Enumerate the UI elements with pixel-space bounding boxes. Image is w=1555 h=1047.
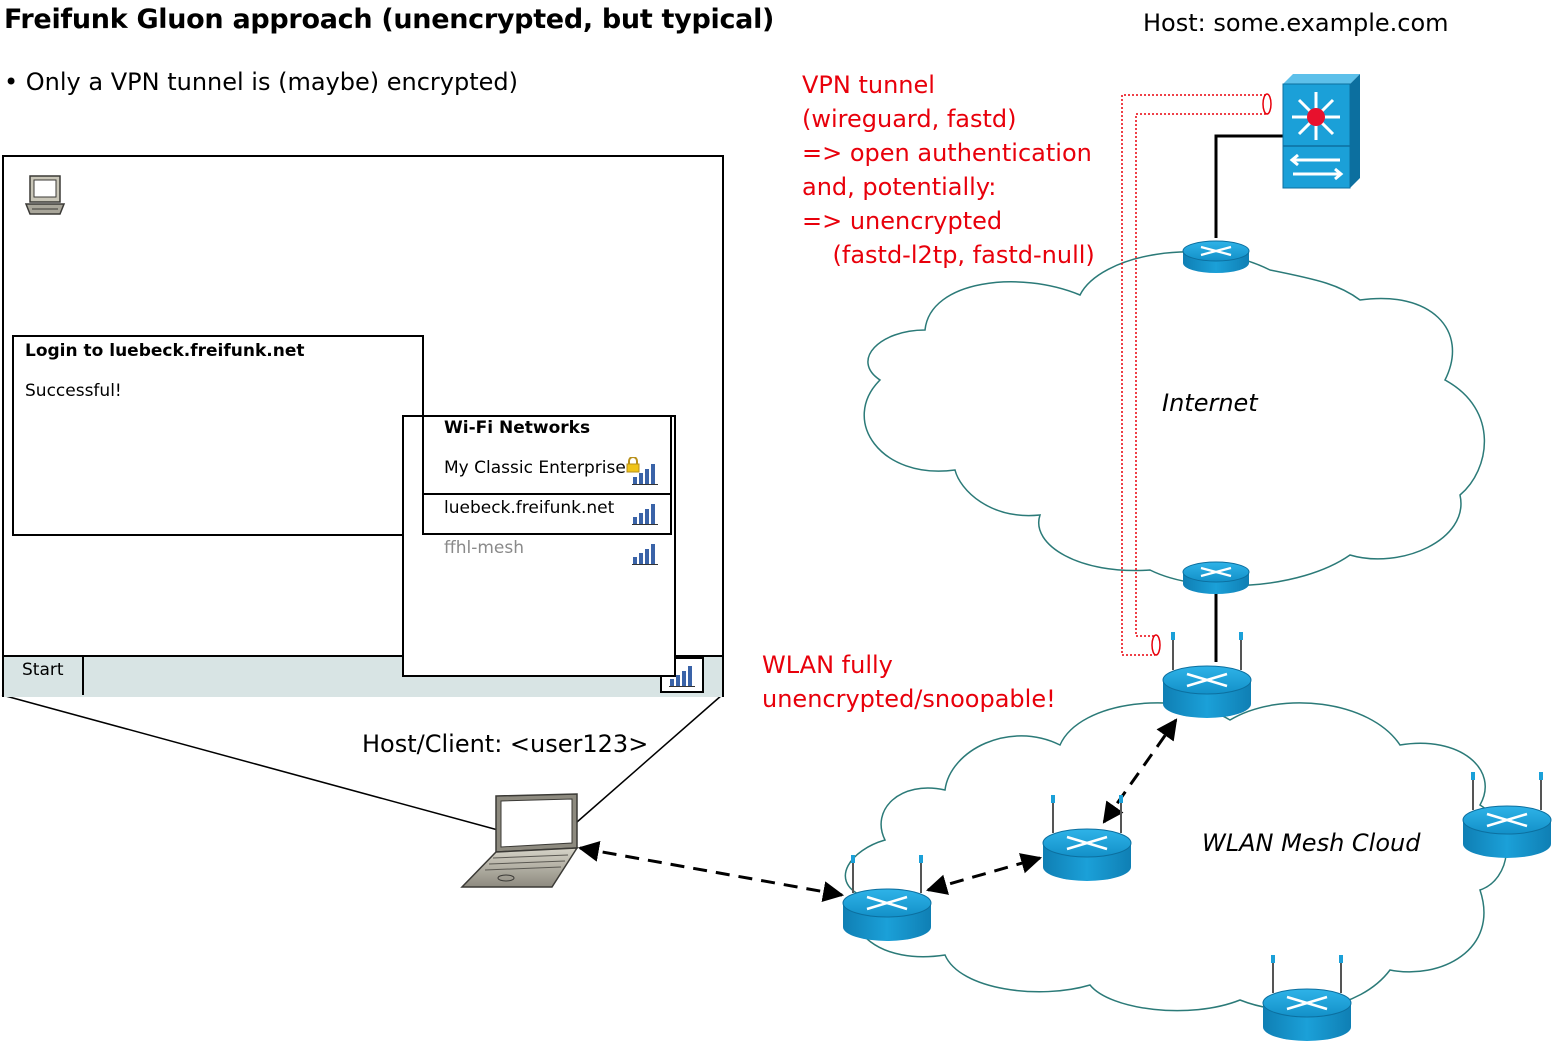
desktop-computer-icon[interactable] — [24, 174, 66, 218]
router-icon — [1182, 240, 1250, 273]
internet-cloud — [863, 251, 1486, 587]
wifi-network-item[interactable]: luebeck.freifunk.net — [444, 498, 615, 518]
vpn-note-line: => unencrypted — [802, 207, 1003, 235]
vpn-note-line: (fastd-l2tp, fastd-null) — [802, 241, 1095, 269]
wifi-menu-title: Wi-Fi Networks — [444, 418, 591, 438]
wireless-router-icon — [1042, 795, 1132, 881]
bullet-note: • Only a VPN tunnel is (maybe) encrypted… — [4, 68, 518, 96]
wlan-warning-note: WLAN fully unencrypted/snoopable! — [762, 648, 1056, 716]
wifi-menu-header — [422, 415, 672, 495]
wireless-router-icon — [1162, 632, 1252, 718]
wifi-network-selected[interactable] — [422, 495, 672, 535]
wireless-router-icon — [1462, 772, 1552, 858]
page-title: Freifunk Gluon approach (unencrypted, bu… — [4, 4, 775, 35]
wlan-link-router-router — [925, 853, 1043, 895]
mesh-cloud — [844, 702, 1507, 1012]
lock-icon — [626, 457, 640, 473]
login-window[interactable]: Login to luebeck.freifunk.net Successful… — [12, 335, 424, 536]
wifi-signal-icon — [669, 666, 695, 687]
layer3-switch-icon — [1282, 74, 1360, 189]
vpn-note-line: and, potentially: — [802, 173, 997, 201]
vpn-tunnel-note: VPN tunnel (wireguard, fastd) => open au… — [802, 68, 1095, 272]
login-status-message: Successful! — [25, 381, 122, 401]
wifi-network-item[interactable]: ffhl-mesh — [444, 538, 524, 558]
start-button-label: Start — [22, 660, 64, 680]
start-button[interactable]: Start — [4, 657, 84, 695]
host-client-label: Host/Client: <user123> — [362, 730, 649, 758]
laptop-icon — [460, 793, 579, 888]
wifi-network-item[interactable]: My Classic Enterprise — [444, 458, 626, 478]
vpn-note-line: => open authentication — [802, 139, 1092, 167]
wifi-signal-icon — [632, 504, 658, 525]
client-screen: Login to luebeck.freifunk.net Successful… — [2, 155, 724, 697]
router-icon — [1182, 561, 1250, 594]
vpn-note-line: VPN tunnel — [802, 71, 935, 99]
wlan-note-line: unencrypted/snoopable! — [762, 685, 1056, 713]
login-window-title: Login to luebeck.freifunk.net — [25, 341, 305, 361]
link-switch-router — [1214, 134, 1283, 238]
internet-cloud-label: Internet — [1162, 389, 1258, 417]
wifi-signal-icon — [632, 464, 658, 485]
wlan-link-router-gateway — [1102, 718, 1178, 824]
vpn-tunnel-end-top — [1262, 93, 1272, 115]
wlan-link-laptop-router — [577, 841, 845, 902]
wlan-note-line: WLAN fully — [762, 651, 893, 679]
mesh-cloud-label: WLAN Mesh Cloud — [1202, 829, 1421, 857]
vpn-tunnel — [1121, 94, 1266, 656]
host-server-label: Host: some.example.com — [1143, 9, 1449, 37]
wifi-signal-icon — [632, 544, 658, 565]
wireless-router-icon — [842, 855, 932, 941]
zoom-line-right — [576, 694, 723, 823]
wifi-menu-bottom — [402, 655, 676, 677]
wireless-router-icon — [1262, 955, 1352, 1041]
zoom-line-left — [1, 694, 499, 831]
vpn-tunnel-end-bottom — [1151, 634, 1161, 656]
vpn-note-line: (wireguard, fastd) — [802, 105, 1017, 133]
